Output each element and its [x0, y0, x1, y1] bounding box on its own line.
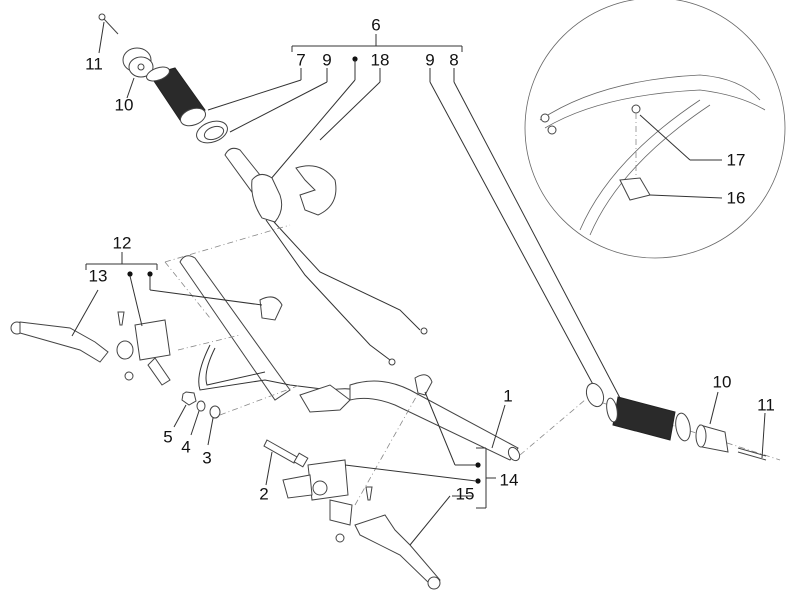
left-grip-ring	[196, 120, 228, 144]
kit-12-bracket	[71, 252, 263, 337]
cable-clamp	[619, 177, 651, 201]
callout-12: 12	[112, 233, 132, 253]
throttle-housing-cover	[295, 165, 337, 216]
throttle-cables	[265, 219, 428, 366]
kit-6-leaders	[207, 56, 621, 399]
left-bar-end-screw	[98, 13, 119, 54]
right-grip	[606, 396, 691, 442]
callout-6: 6	[371, 15, 381, 35]
throttle-housing	[251, 174, 283, 223]
washer-4	[190, 400, 206, 436]
left-bar-end-weight	[122, 47, 154, 99]
detail-circle	[524, 0, 786, 259]
callout-11-right: 11	[757, 395, 775, 415]
right-master-cylinder	[282, 459, 353, 526]
callout-10-right: 10	[712, 372, 732, 392]
left-master-cylinder	[116, 319, 171, 386]
kit-14-bracket	[344, 391, 496, 546]
callout-3: 3	[202, 448, 212, 468]
right-lever-nut	[335, 533, 345, 543]
callout-7: 7	[296, 50, 306, 70]
left-lever-nut	[124, 371, 134, 381]
handlebar-right-tube	[349, 380, 521, 462]
left-grip	[146, 66, 207, 127]
callout-13: 13	[88, 266, 108, 286]
handlebar-frame	[198, 344, 391, 413]
kit-6-dot	[352, 56, 358, 62]
callout-15: 15	[455, 484, 475, 504]
nut-5	[173, 391, 197, 428]
callout-14: 14	[499, 470, 519, 490]
callout-9-left: 9	[322, 50, 332, 70]
callout-2: 2	[259, 484, 269, 504]
left-cable-clamp	[259, 296, 283, 321]
callout-9-right: 9	[425, 50, 435, 70]
callout-1: 1	[503, 386, 513, 406]
leader-1	[491, 404, 506, 449]
washer-3	[207, 405, 221, 446]
left-pivot-pin	[117, 311, 125, 326]
right-bar-end-weight	[695, 391, 729, 453]
handlebar-left-tube	[179, 255, 291, 401]
callout-8: 8	[449, 50, 459, 70]
kit-6-bracket	[291, 34, 463, 52]
right-pivot-pin	[365, 486, 373, 501]
right-brake-lever	[354, 514, 441, 590]
right-bar-end-screw	[737, 412, 767, 461]
callout-18: 18	[370, 50, 390, 70]
callout-5: 5	[163, 427, 173, 447]
bolt-2	[263, 439, 309, 486]
callout-10-left: 10	[114, 95, 134, 115]
right-cable-clamp	[414, 374, 433, 396]
callout-4: 4	[181, 437, 191, 457]
callout-17: 17	[726, 150, 746, 170]
callout-16: 16	[726, 188, 746, 208]
right-grip-ring	[585, 382, 605, 408]
left-brake-lever	[10, 321, 109, 363]
clamp-screw-head	[631, 104, 641, 114]
callout-11-left: 11	[85, 54, 103, 74]
